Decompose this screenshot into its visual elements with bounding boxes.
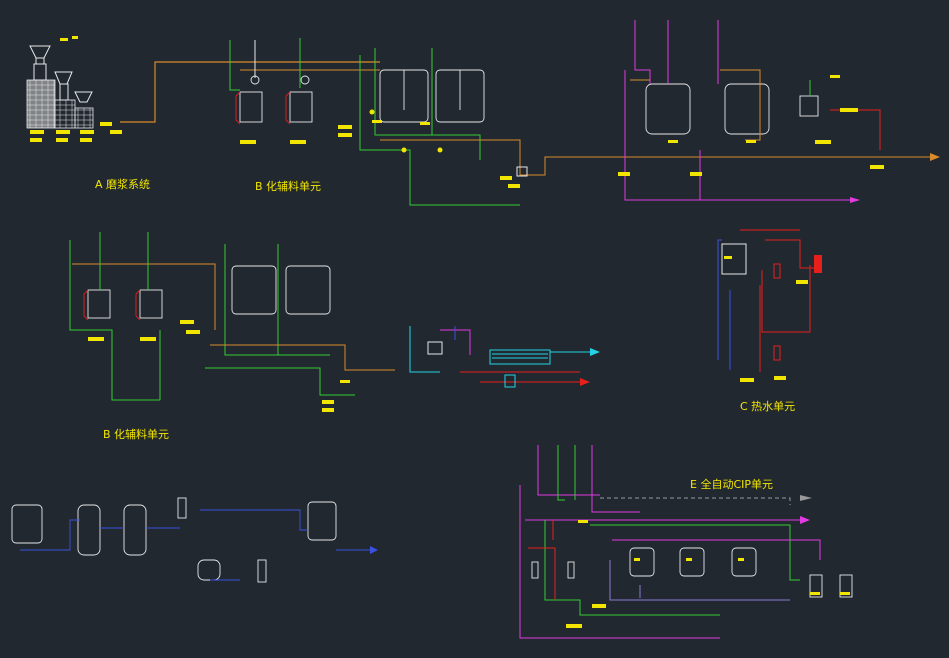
unit-b-top: B 化辅料单元 <box>229 38 610 206</box>
pipes-b-top <box>229 38 610 206</box>
tags-c <box>724 256 808 382</box>
pipes-b-mid <box>69 232 395 401</box>
unit-a-milling-system: A 磨浆系统 <box>26 36 380 191</box>
unit-e-label: E 全自动CIP单元 <box>690 477 773 491</box>
plate-heat-exchanger-skid <box>409 326 600 388</box>
unit-b-middle-label: B 化辅料单元 <box>103 427 169 441</box>
unit-e-cip: E 全自动CIP单元 <box>519 445 853 639</box>
tags-top-right <box>618 75 884 176</box>
mill-tags <box>30 36 122 142</box>
mix-tanks-b-mid <box>231 265 331 315</box>
hot-water-heater <box>814 255 822 273</box>
dosing-tanks-b-top <box>235 75 313 125</box>
unit-tanks-top-right <box>610 20 940 203</box>
unit-c-hot-water: C 热水单元 <box>717 229 822 413</box>
unit-b-middle: B 化辅料单元 <box>69 232 395 441</box>
mill-building-block <box>26 63 94 129</box>
unit-c-label: C 热水单元 <box>740 400 795 413</box>
arrows-top-right <box>850 153 940 203</box>
tags-b-top <box>240 109 520 188</box>
filtration-train <box>11 497 370 583</box>
unit-a-label: A 磨浆系统 <box>95 177 150 191</box>
unit-b-top-label: B 化辅料单元 <box>255 179 321 193</box>
slurry-line-a <box>120 61 380 123</box>
tags-b-mid <box>88 320 350 412</box>
tags-e <box>566 520 850 628</box>
mix-tanks-b-top <box>379 69 485 123</box>
dosing-tanks-b-mid <box>83 289 163 321</box>
pump-b-top <box>516 166 528 177</box>
cip-tanks <box>531 547 853 598</box>
